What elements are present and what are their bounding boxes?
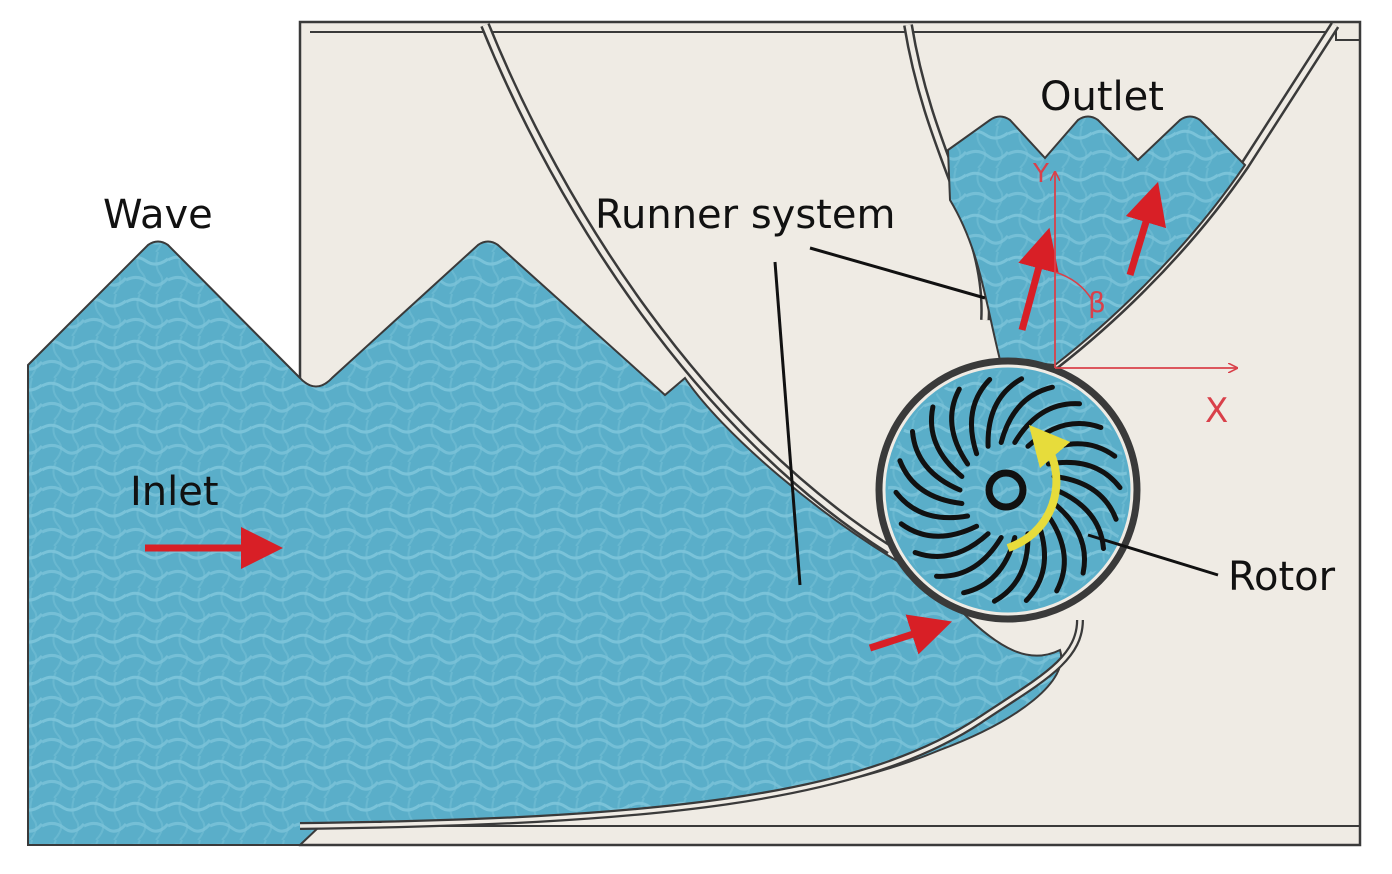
rotor-hub bbox=[985, 469, 1027, 511]
rotor-blade bbox=[1023, 523, 1047, 603]
rotor-blade bbox=[949, 386, 971, 467]
rotor-blade bbox=[898, 521, 980, 539]
rotor-blade bbox=[1045, 513, 1067, 594]
runner-leader-left bbox=[773, 261, 802, 586]
label-wave: Wave bbox=[103, 192, 213, 238]
outlet-water bbox=[946, 115, 1247, 367]
rotor-blade bbox=[1051, 474, 1119, 522]
rotor-blade bbox=[912, 531, 991, 559]
label-axis-y: Y bbox=[1032, 159, 1049, 189]
rotor-housing-inner bbox=[882, 364, 1134, 616]
runner-leader-right bbox=[809, 246, 986, 300]
rotor-blade bbox=[897, 458, 965, 506]
rotor-blade bbox=[969, 377, 993, 457]
rotor-blade bbox=[910, 429, 963, 493]
rotor-blade bbox=[1012, 401, 1082, 445]
rotor-blade bbox=[998, 384, 1055, 445]
rotor-blade bbox=[934, 535, 1004, 579]
label-rotor: Rotor bbox=[1228, 554, 1336, 600]
label-inlet: Inlet bbox=[130, 469, 219, 515]
outlet-flow-arrow-left bbox=[1018, 227, 1059, 331]
rotor-leader bbox=[1087, 533, 1219, 577]
angle-arc bbox=[1054, 271, 1093, 301]
rotor-blade bbox=[991, 531, 1031, 604]
rotor-blade bbox=[893, 489, 971, 521]
rotor-blade bbox=[1051, 501, 1087, 576]
label-runner-system: Runner system bbox=[595, 192, 895, 238]
rotor-blade bbox=[929, 404, 965, 479]
label-outlet: Outlet bbox=[1040, 74, 1164, 120]
label-axis-x: X bbox=[1205, 391, 1228, 431]
outlet-flow-arrow-right bbox=[1125, 181, 1167, 277]
housing-inner-edge bbox=[310, 31, 1360, 41]
runner-flow-arrow bbox=[868, 614, 952, 655]
rotation-arrow bbox=[1006, 424, 1071, 552]
runner-lower-wall-inner bbox=[299, 619, 1082, 828]
label-angle-beta: β bbox=[1088, 286, 1106, 319]
rotor-blade bbox=[985, 376, 1025, 449]
runner-guide-wall-inner bbox=[482, 24, 892, 553]
